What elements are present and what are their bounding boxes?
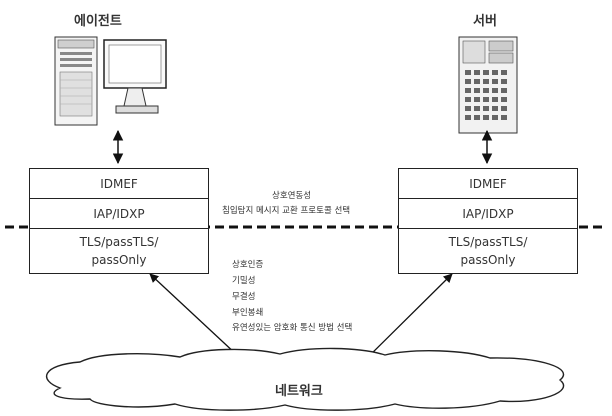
agent-computer-icon xyxy=(54,36,167,126)
server-layer-tls: TLS/passTLS/ passOnly xyxy=(399,229,577,273)
network-label: 네트워크 xyxy=(275,384,323,399)
security-item: 기밀성 xyxy=(232,276,256,286)
agent-layer-tls-line1: TLS/passTLS/ xyxy=(79,235,159,249)
server-network-arrow xyxy=(359,273,453,366)
server-layer-iap-idxp: IAP/IDXP xyxy=(399,199,577,229)
server-icon xyxy=(458,36,518,134)
server-protocol-stack: IDMEF IAP/IDXP TLS/passTLS/ passOnly xyxy=(398,168,578,274)
agent-layer-tls: TLS/passTLS/ passOnly xyxy=(30,229,208,273)
server-layer-tls-line1: TLS/passTLS/ xyxy=(448,235,528,249)
security-item: 상호인증 xyxy=(232,260,264,270)
security-item: 유연성있는 암호화 통신 방법 선택 xyxy=(232,323,353,333)
agent-layer-iap-idxp: IAP/IDXP xyxy=(30,199,208,229)
agent-title: 에이전트 xyxy=(74,14,122,29)
security-item: 부인봉쇄 xyxy=(232,308,264,318)
agent-layer-idmef: IDMEF xyxy=(30,169,208,199)
agent-layer-tls-line2: passOnly xyxy=(91,253,147,267)
protocol-selection-caption: 침입탐지 메시지 교환 프로토콜 선택 xyxy=(222,206,351,216)
interoperability-caption: 상호연동성 xyxy=(272,191,312,201)
server-layer-tls-line2: passOnly xyxy=(460,253,516,267)
server-title: 서버 xyxy=(473,14,497,29)
network-cloud xyxy=(46,347,565,411)
security-item: 무결성 xyxy=(232,292,256,302)
agent-protocol-stack: IDMEF IAP/IDXP TLS/passTLS/ passOnly xyxy=(29,168,209,274)
server-layer-idmef: IDMEF xyxy=(399,169,577,199)
